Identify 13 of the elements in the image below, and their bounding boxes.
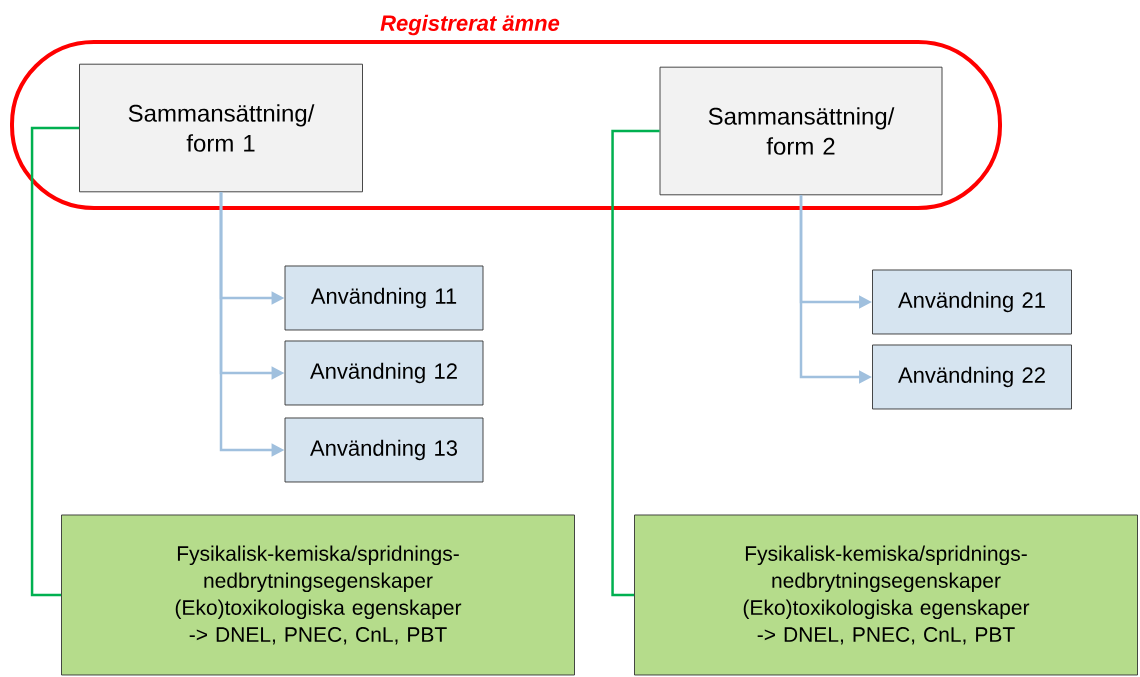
property-box: Fysikalisk-kemiska/spridnings- nedbrytningsegenskaper (Eko)toxikologiska egenskaper -> DNEL, PNEC, CnL, PBT <box>634 514 1138 676</box>
group-outline <box>10 40 1002 210</box>
usage-box: Användning 22 <box>872 344 1072 410</box>
connector <box>30 126 80 597</box>
group-heading: Registrerat ämne <box>380 14 560 36</box>
usage-box: Användning 13 <box>284 417 484 483</box>
usage-box: Användning 11 <box>284 265 484 331</box>
usage-box: Användning 12 <box>284 340 484 406</box>
process-box: Sammansättning/ form 2 <box>659 66 943 196</box>
process-box: Sammansättning/ form 1 <box>79 63 363 193</box>
usage-box: Användning 21 <box>872 269 1072 335</box>
property-box: Fysikalisk-kemiska/spridnings- nedbrytningsegenskaper (Eko)toxikologiska egenskaper -> DNEL, PNEC, CnL, PBT <box>61 514 575 676</box>
connector <box>611 129 660 597</box>
